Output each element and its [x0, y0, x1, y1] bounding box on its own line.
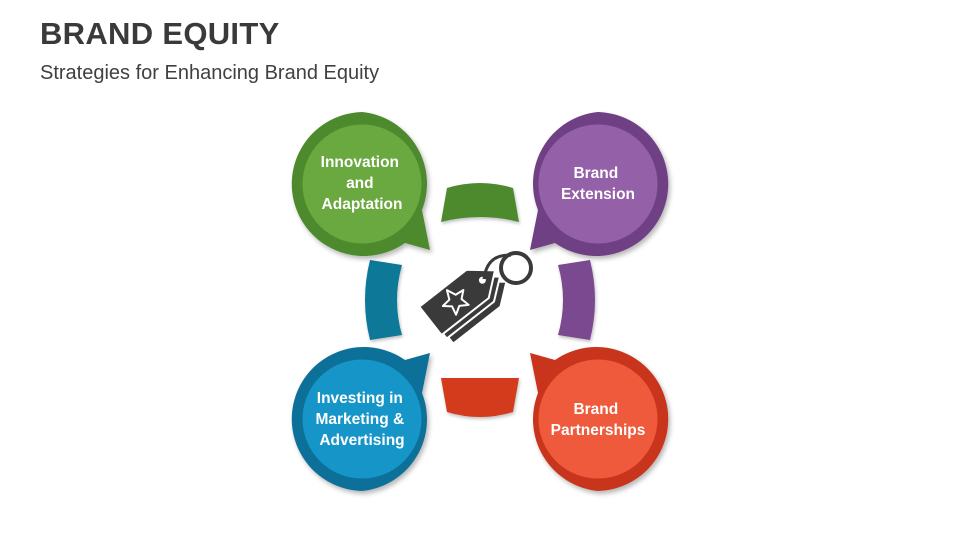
node-innovation — [291, 112, 430, 256]
node-investing-disc — [299, 356, 425, 482]
node-innovation-label: Innovation and Adaptation — [321, 154, 404, 213]
node-innovation-disc — [299, 121, 425, 247]
node-partnerships — [530, 347, 669, 491]
connector-left — [365, 260, 402, 340]
connector-top — [441, 183, 519, 222]
node-extension-label: Brand Extension — [561, 165, 635, 203]
page-subtitle: Strategies for Enhancing Brand Equity — [40, 62, 380, 84]
node-extension — [530, 112, 669, 256]
page-title: BRAND EQUITY — [40, 16, 280, 51]
node-extension-disc — [535, 121, 661, 247]
node-investing-label: Investing in Marketing & Advertising — [315, 390, 408, 449]
connector-right — [558, 260, 595, 340]
price-tag-star-icon — [417, 251, 533, 346]
node-partnerships-disc — [535, 356, 661, 482]
node-partnerships-label: Brand Partnerships — [551, 401, 646, 439]
node-investing — [291, 347, 430, 491]
connector-bottom — [441, 378, 519, 417]
